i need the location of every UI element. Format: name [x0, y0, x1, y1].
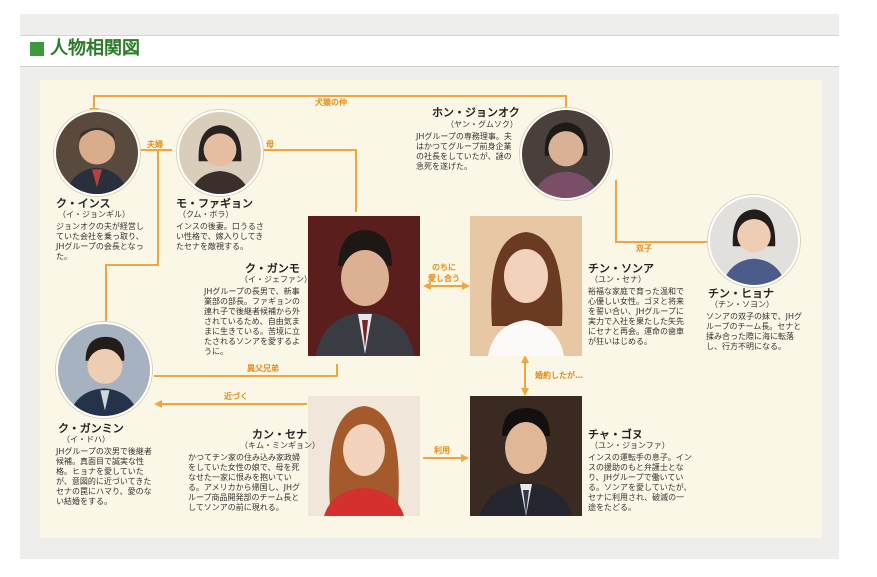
character-name-chin-sonua: チン・ソンア: [588, 262, 654, 275]
character-reading-mo-fajon: （クム・ボラ）: [178, 210, 234, 219]
portrait-kan-sena: [308, 396, 420, 516]
portrait-ku-insu: [54, 110, 140, 196]
character-name-mo-fajon: モ・ファギョン: [176, 197, 253, 210]
portrait-mo-fajon: [177, 110, 263, 196]
character-name-hon-jonok: ホン・ジョンオク: [432, 106, 520, 119]
page-title: 人物相関図: [50, 38, 140, 59]
character-desc-ku-insu: ジョンオクの夫が経営していた会社を乗っ取り、JHグループの会長となった。: [56, 222, 144, 261]
character-desc-ku-ganmo: JHグループの長男で、新事業部の部長。ファギョンの連れ子で後継者候補から外されて…: [204, 287, 300, 356]
character-reading-cha-gonu: （ユン・ジョンファ）: [590, 441, 670, 450]
relation-label-engaged: 婚約したが…: [535, 371, 583, 380]
character-reading-ku-ganmin: （イ・ドハ）: [62, 435, 110, 444]
relation-label-half-brothers: 異父兄弟: [247, 364, 279, 373]
character-reading-hon-jonok: （ヤン・グムソク）: [446, 120, 518, 129]
character-name-cha-gonu: チャ・ゴヌ: [588, 428, 643, 441]
portrait-ku-ganmo: [308, 216, 420, 356]
character-name-ku-insu: ク・インス: [56, 197, 111, 210]
character-desc-hon-jonok: JHグループの専務理事。夫はかつてグループ前身企業の社長をしていたが、謎の急死を…: [416, 132, 512, 171]
relation-label-mother: 母: [266, 140, 274, 149]
character-desc-kan-sena: かつてチン家の住み込み家政婦をしていた女性の娘で、母を死なせた一家に恨みを抱いて…: [188, 453, 300, 512]
character-name-chin-hyona: チン・ヒョナ: [708, 287, 774, 300]
character-reading-ku-insu: （イ・ジョンギル）: [58, 210, 130, 219]
character-name-ku-ganmo: ク・ガンモ: [245, 262, 300, 275]
relation-label-couple: 夫婦: [147, 140, 163, 149]
relation-label-rivals: 犬猿の仲: [315, 98, 347, 107]
character-reading-chin-hyona: （チン・ソヨン）: [710, 300, 774, 309]
portrait-chin-hyona: [708, 195, 800, 287]
section-header: [20, 35, 839, 67]
portrait-hon-jonok: [520, 108, 612, 200]
relation-label-later-love: のちに 愛し合う: [428, 263, 460, 283]
character-name-kan-sena: カン・セナ: [252, 428, 307, 441]
portrait-chin-sonua: [470, 216, 582, 356]
character-reading-chin-sonua: （ユン・セナ）: [590, 275, 646, 284]
relation-label-twins: 双子: [636, 244, 652, 253]
character-reading-kan-sena: （キム・ミンギョン）: [240, 441, 320, 450]
portrait-cha-gonu: [470, 396, 582, 516]
portrait-ku-ganmin: [56, 322, 152, 418]
character-desc-mo-fajon: インスの後妻。口うるさい性格で、嫁入りしてきたセナを敵視する。: [176, 222, 264, 251]
relationship-panel: [40, 80, 822, 538]
character-desc-cha-gonu: インスの運転手の息子。インスの援助のもと弁護士となり、JHグループで働いている。…: [588, 453, 692, 512]
relation-label-approach: 近づく: [224, 392, 248, 401]
character-desc-chin-sonua: 裕福な家庭で育った温和で心優しい女性。ゴヌと将来を誓い合い、JHグループに実力で…: [588, 287, 684, 346]
title-bullet-icon: [30, 42, 44, 56]
character-desc-chin-hyona: ソンアの双子の妹で、JHグループのチーム長。セナと揉み合った際に海に転落し、行方…: [706, 312, 803, 351]
character-desc-ku-ganmin: JHグループの次男で後継者候補。真面目で誠実な性格。ヒョナを愛していたが、意図的…: [56, 447, 152, 506]
relation-label-use: 利用: [434, 446, 450, 455]
character-reading-ku-ganmo: （イ・ジェファン）: [240, 275, 312, 284]
character-name-ku-ganmin: ク・ガンミン: [58, 422, 124, 435]
